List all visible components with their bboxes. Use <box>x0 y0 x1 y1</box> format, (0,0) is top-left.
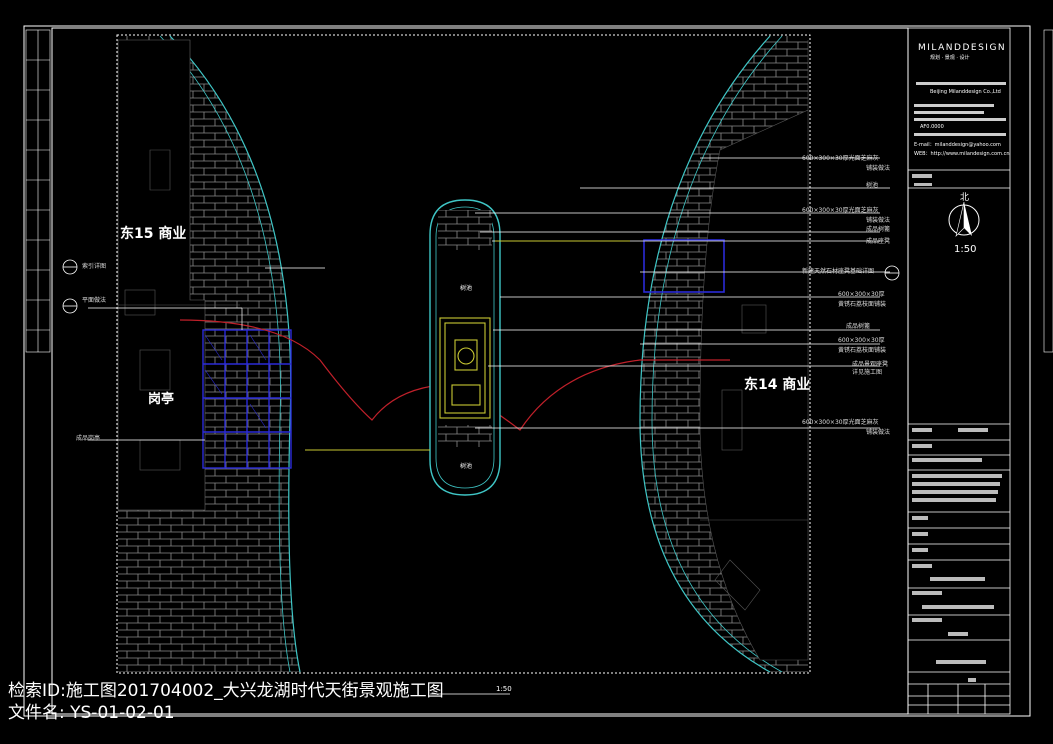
plan-border <box>116 34 811 674</box>
kiosk-label: 岗亭 <box>148 391 174 407</box>
svg-text:详见施工图: 详见施工图 <box>852 368 882 376</box>
company-name-en: Beijing Milanddesign Co.,Ltd <box>930 89 1001 95</box>
title-block <box>907 27 1011 715</box>
svg-text:平面做法: 平面做法 <box>82 296 106 304</box>
svg-text:树池: 树池 <box>866 181 878 189</box>
left-building-east15 <box>117 35 301 673</box>
svg-text:600×300×30厚光面芝麻灰: 600×300×30厚光面芝麻灰 <box>802 154 879 162</box>
svg-text:600×300×30厚光面芝麻灰: 600×300×30厚光面芝麻灰 <box>802 206 879 214</box>
svg-text:成品岗亭: 成品岗亭 <box>76 434 100 442</box>
svg-text:成品树篦: 成品树篦 <box>866 225 890 233</box>
north-arrow-icon <box>948 201 980 237</box>
scale-label: 1:50 <box>954 244 976 255</box>
north-label: 北 <box>960 192 969 203</box>
project-code: AF0.0000 <box>920 124 944 130</box>
region-label-east15: 东15 商业 <box>120 225 186 242</box>
region-label-east14: 东14 商业 <box>744 376 810 393</box>
svg-text:成品树篦: 成品树篦 <box>846 322 870 330</box>
web-line: WEB：http://www.milandesign.com.cn <box>914 151 1010 157</box>
outer-frame <box>23 25 1031 717</box>
email-line: E-mail：milanddesign@yahoo.com <box>914 142 1001 148</box>
svg-text:成品景观座凳: 成品景观座凳 <box>852 360 888 368</box>
drawing-scale-title: 1:50 <box>496 685 512 693</box>
search-id-caption: 检索ID:施工图201704002_大兴龙湖时代天街景观施工图 <box>8 681 444 701</box>
svg-text:600×300×30厚: 600×300×30厚 <box>838 337 885 344</box>
svg-text:铺装做法: 铺装做法 <box>866 164 890 172</box>
central-capsule: 树池 树池 <box>429 199 501 496</box>
svg-text:索引详图: 索引详图 <box>82 262 106 270</box>
svg-text:铺装做法: 铺装做法 <box>866 216 890 224</box>
svg-text:黄锈石荔枝面铺装: 黄锈石荔枝面铺装 <box>838 300 886 308</box>
svg-text:树池: 树池 <box>460 284 472 292</box>
brand-subtitle: 规划 · 景观 · 设计 <box>930 54 970 61</box>
leader-lines <box>88 157 890 441</box>
svg-text:新建天然石材座凳基础详图: 新建天然石材座凳基础详图 <box>802 267 874 275</box>
svg-text:铺装做法: 铺装做法 <box>866 428 890 436</box>
right-building-east14 <box>639 35 809 673</box>
right-revision-strip <box>1043 29 1053 353</box>
kiosk-glass-grid <box>202 329 292 469</box>
brand-logo: MILANDDESIGN <box>918 43 1006 53</box>
svg-text:树池: 树池 <box>460 462 472 470</box>
svg-text:成品座凳: 成品座凳 <box>866 237 890 245</box>
file-name-caption: 文件名: YS-01-02-01 <box>8 703 175 723</box>
svg-text:600×300×30厚光面芝麻灰: 600×300×30厚光面芝麻灰 <box>802 418 879 426</box>
svg-text:黄锈石荔枝面铺装: 黄锈石荔枝面铺装 <box>838 346 886 354</box>
left-revision-strip <box>25 29 51 353</box>
svg-text:600×300×30厚: 600×300×30厚 <box>838 291 885 298</box>
